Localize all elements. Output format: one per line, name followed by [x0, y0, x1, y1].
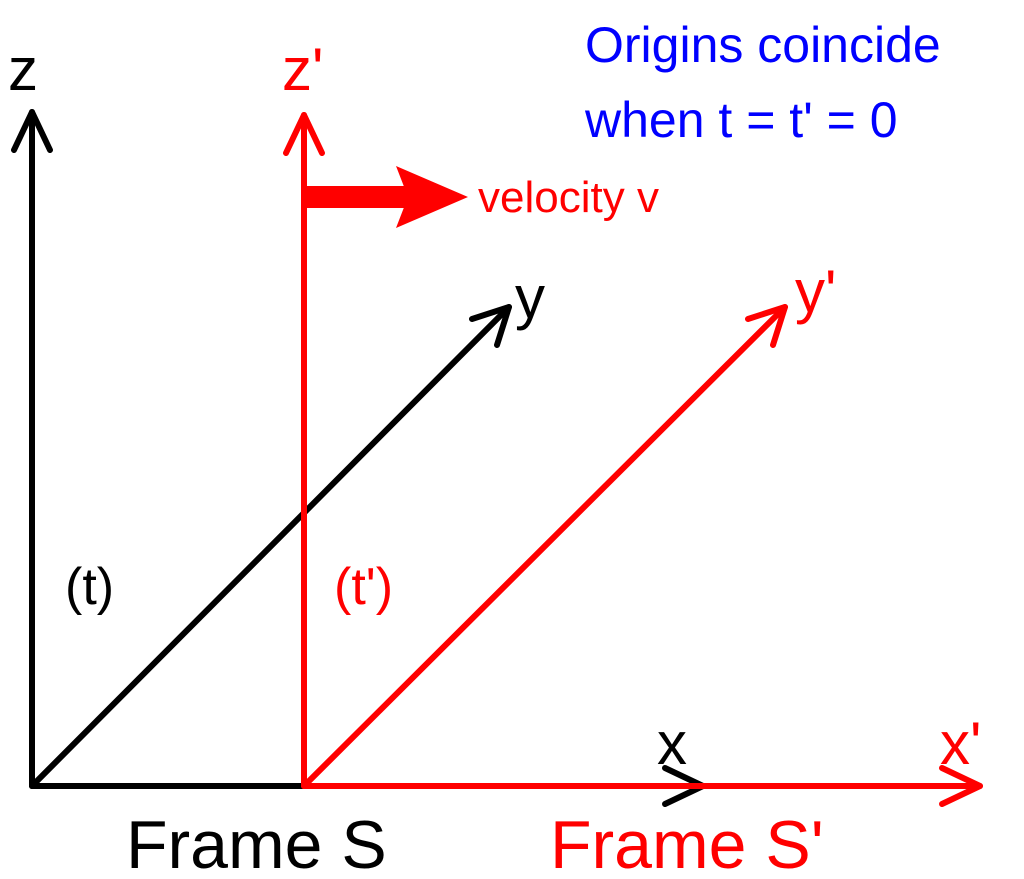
frame-s-prime-y-arrowhead: [745, 304, 788, 348]
frame-s-prime-x-arrowhead: [939, 765, 983, 807]
note-line-2: when t = t' = 0: [584, 92, 898, 148]
frame-s-prime-z-arrowhead: [283, 112, 325, 156]
frame-s-prime-z-label: z': [282, 36, 323, 103]
frame-s-time-label: (t): [65, 558, 114, 616]
frame-s-y-arrowhead: [469, 304, 512, 348]
frame-s-prime-y-label: y': [795, 258, 836, 325]
frame-s-z-label: z: [8, 36, 38, 103]
frame-s-name: Frame S: [126, 807, 387, 879]
frame-s-z-arrowhead: [11, 109, 53, 153]
note-line-1: Origins coincide: [585, 17, 941, 73]
frame-s-prime-name: Frame S': [550, 807, 824, 879]
velocity-label: velocity v: [478, 173, 659, 222]
frame-s-prime: [283, 112, 983, 807]
velocity-arrow-shaft: [304, 186, 412, 208]
velocity-arrow: [304, 166, 468, 228]
frame-s-prime-x-label: x': [940, 710, 981, 777]
frame-s-prime-y-axis: [301, 304, 788, 789]
frame-s-y-axis: [29, 304, 512, 789]
frame-s-x-label: x: [657, 710, 687, 777]
velocity-arrow-head: [396, 166, 468, 228]
frame-s-y-label: y: [515, 264, 545, 331]
frame-s-prime-time-label: (t'): [334, 558, 393, 616]
